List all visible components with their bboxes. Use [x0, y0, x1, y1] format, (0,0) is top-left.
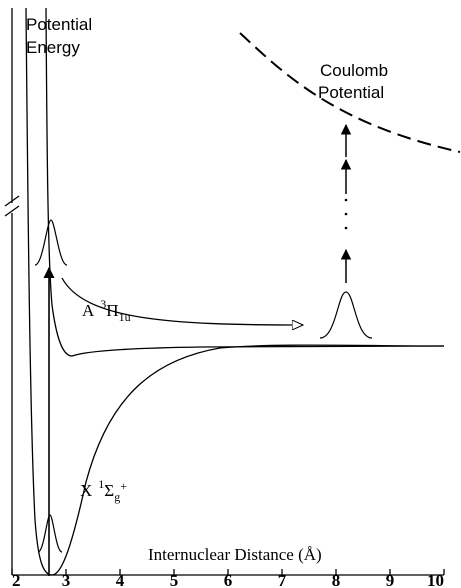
- x-axis-tick-labels: 2 3 4 5 6 7 8 9 10: [12, 571, 444, 588]
- y-axis-label-line2: Energy: [26, 38, 80, 57]
- x-tick-label-3: 3: [62, 571, 71, 588]
- x-tick-label-4: 4: [116, 571, 125, 588]
- x-tick-label-10: 10: [427, 571, 444, 588]
- ground-wavepacket: [37, 514, 63, 553]
- coulomb-label-line1: Coulomb: [320, 61, 388, 80]
- x-tick-label-7: 7: [278, 571, 287, 588]
- propagation-arrow: [61, 277, 303, 325]
- coulomb-potential-curve: [239, 32, 461, 153]
- x-tick-label-5: 5: [170, 571, 179, 588]
- ionization-ladder: [340, 123, 352, 283]
- x-tick-label-8: 8: [332, 571, 341, 588]
- a-state-curve: [45, 7, 445, 357]
- x-axis-label: Internuclear Distance (Å): [148, 545, 322, 564]
- x-tick-label-2: 2: [12, 571, 21, 588]
- x-tick-label-6: 6: [224, 571, 233, 588]
- y-axis: [4, 8, 20, 575]
- x-axis-ticks: [11, 569, 445, 575]
- excited-wavepacket: [34, 219, 68, 266]
- coulomb-label-line2: Potential: [318, 83, 384, 102]
- dissociated-wavepacket: [319, 291, 373, 339]
- y-axis-label-line1: Potential: [26, 15, 92, 34]
- x-tick-label-9: 9: [386, 571, 395, 588]
